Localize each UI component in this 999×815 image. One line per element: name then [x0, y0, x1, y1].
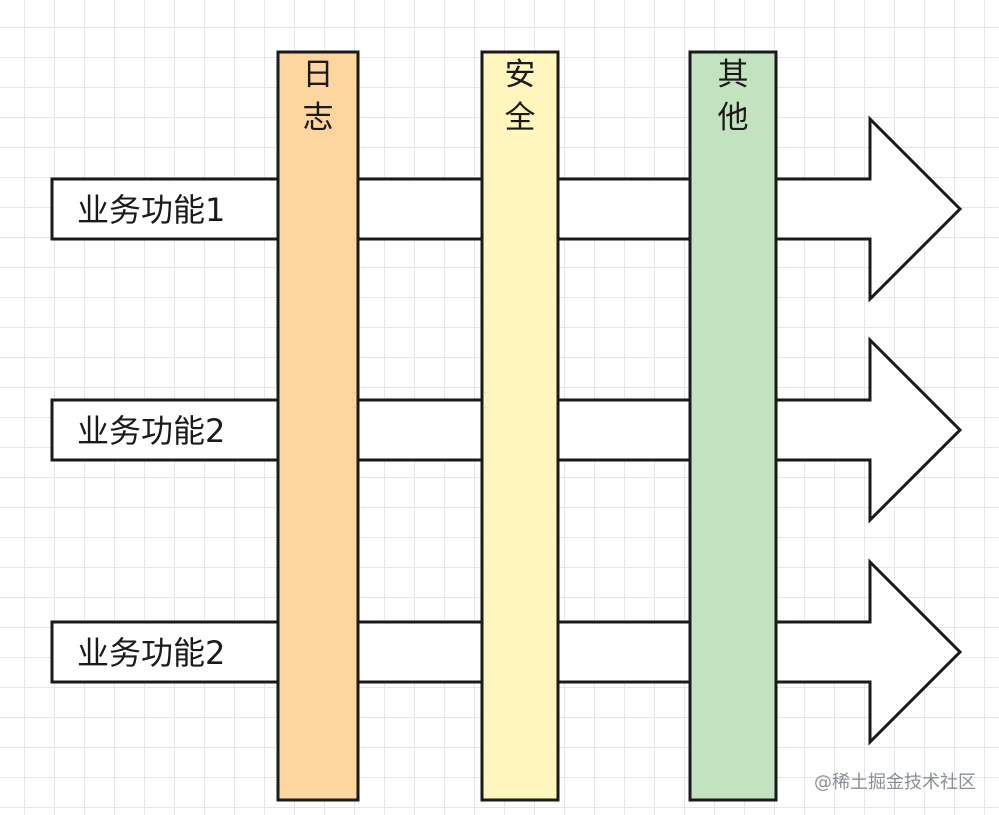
concern-labels: 日 志 安 全 其 他	[303, 57, 749, 136]
concern-label-log-char-1: 日	[303, 57, 334, 93]
flow-label-3: 业务功能2	[77, 634, 225, 672]
concern-label-log-char-2: 志	[303, 100, 334, 136]
concern-bar-log	[276, 50, 360, 802]
concern-label-security-char-1: 安	[505, 57, 536, 93]
concern-label-security-char-2: 全	[505, 100, 536, 136]
watermark: @稀土掘金技术社区	[814, 772, 976, 793]
concern-label-other-char-2: 他	[718, 100, 749, 136]
flow-labels: 业务功能1 业务功能2 业务功能2	[77, 191, 225, 672]
concern-label-other-char-1: 其	[718, 57, 749, 93]
flow-label-1: 业务功能1	[77, 191, 225, 229]
concern-bars	[276, 50, 778, 802]
flow-label-2: 业务功能2	[77, 412, 225, 450]
concern-bar-other	[688, 50, 778, 802]
concern-bar-security	[480, 50, 560, 802]
